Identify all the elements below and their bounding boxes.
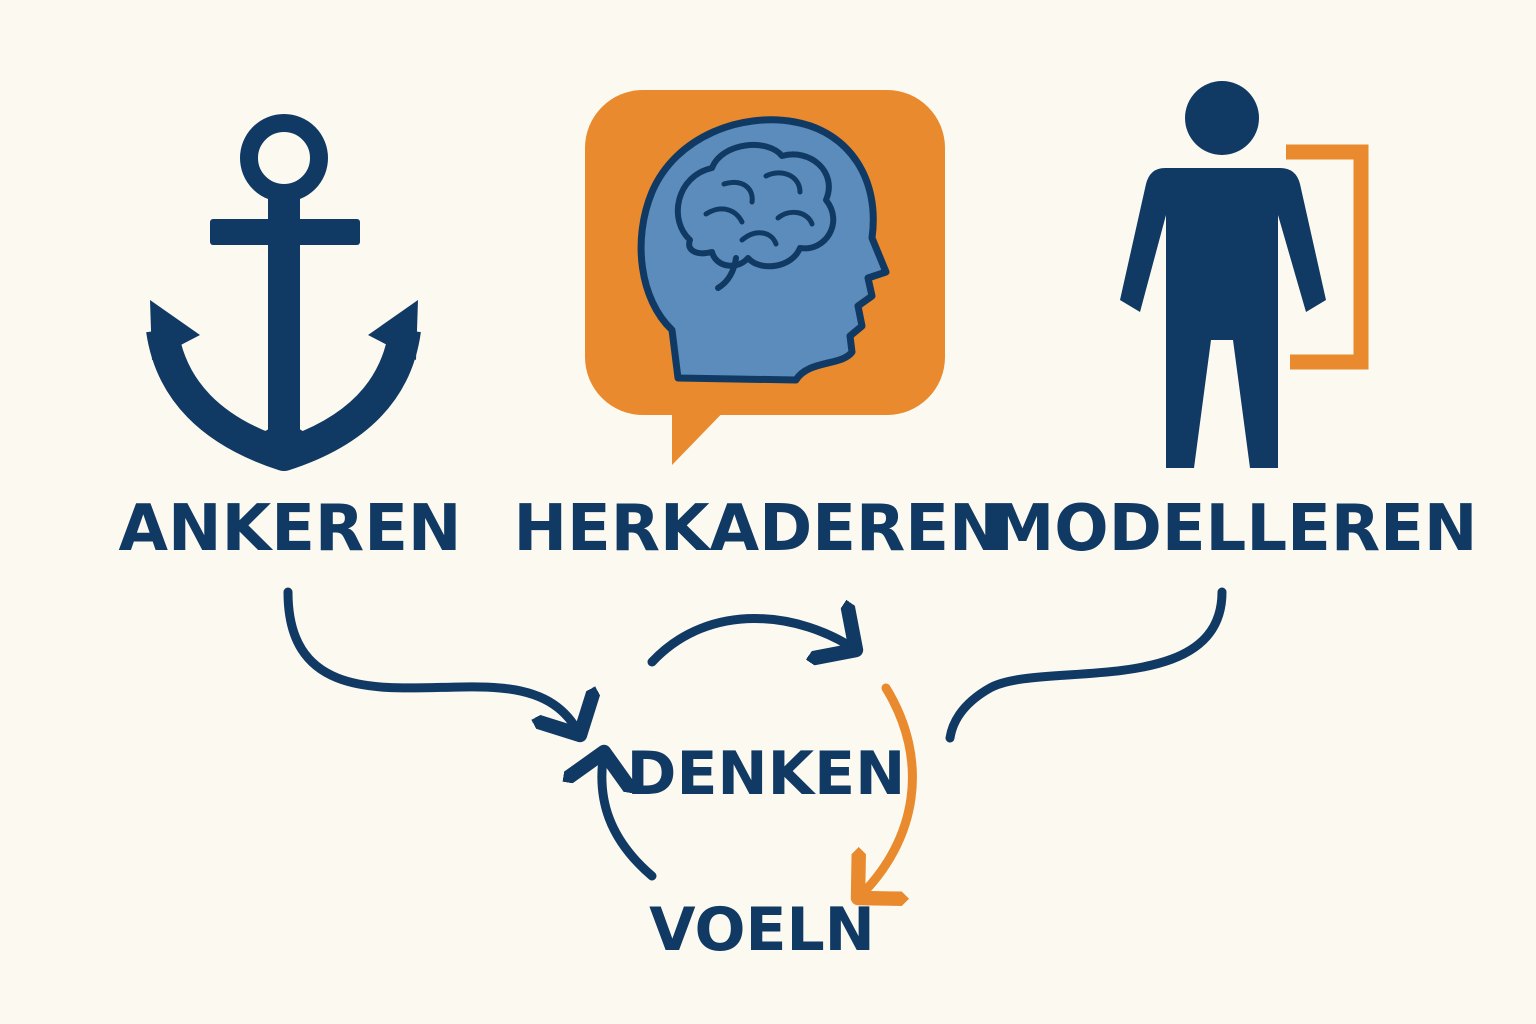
- cycle-arrow-top: [647, 619, 856, 667]
- ankeren-connector-arrow: [283, 587, 580, 735]
- label-voeln: VOELN: [649, 895, 875, 965]
- head-brain-speech-bubble-icon: [585, 90, 945, 465]
- anchor-icon: [146, 114, 421, 471]
- cycle-arrow-right: [858, 683, 917, 898]
- label-denken: DENKEN: [627, 739, 906, 809]
- cycle-arrow-left: [602, 752, 657, 881]
- label-herkaderen: HERKADEREN: [513, 492, 1002, 566]
- label-ankeren: ANKEREN: [119, 492, 462, 566]
- modelleren-connector: [945, 587, 1227, 743]
- label-modelleren: MODELLEREN: [991, 492, 1478, 566]
- person-mirror-icon: [1120, 81, 1369, 468]
